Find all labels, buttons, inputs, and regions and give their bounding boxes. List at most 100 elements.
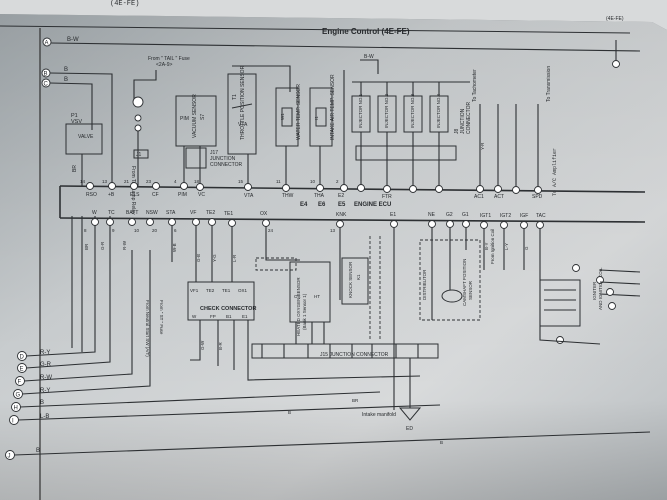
svg-text:J15 JUNCTION CONNECTOR: J15 JUNCTION CONNECTOR xyxy=(320,352,389,358)
svg-text:THROTTLE POSITION SENSOR: THROTTLE POSITION SENSOR xyxy=(240,65,246,140)
water-temp-sensor: W1 WATER TEMP. SENSOR xyxy=(275,84,302,147)
svg-text:INJECTOR NO.1: INJECTOR NO.1 xyxy=(358,93,363,128)
svg-text:BR: BR xyxy=(84,243,89,250)
svg-text:T1: T1 xyxy=(232,94,238,100)
svg-text:6: 6 xyxy=(174,228,177,233)
svg-text:OX: OX xyxy=(260,211,268,217)
svg-text:L-Y: L-Y xyxy=(504,243,509,250)
svg-text:THW: THW xyxy=(282,193,294,199)
svg-text:Intake manifold: Intake manifold xyxy=(362,412,396,418)
svg-text:SENSOR: SENSOR xyxy=(468,280,473,300)
svg-text:20: 20 xyxy=(152,228,158,233)
svg-text:OX1: OX1 xyxy=(238,288,248,293)
svg-text:INTAKE AIR TEMP. SENSOR: INTAKE AIR TEMP. SENSOR xyxy=(330,74,336,140)
svg-text:R-W: R-W xyxy=(40,375,52,381)
svg-text:B: B xyxy=(64,67,68,73)
svg-text:B1: B1 xyxy=(226,314,232,319)
left-connector-A: A B-W xyxy=(42,37,79,47)
check-connector: CHECK CONNECTOR VF1 TE2 TE1 OX1 W FP B1 … xyxy=(187,281,256,321)
svg-text:OX: OX xyxy=(294,294,301,299)
svg-text:INJECTOR NO.4: INJECTOR NO.4 xyxy=(436,93,441,128)
svg-text:E4: E4 xyxy=(300,202,308,208)
svg-text:10: 10 xyxy=(310,179,316,184)
svg-text:AND IGNITION COIL: AND IGNITION COIL xyxy=(598,267,603,310)
svg-text:11: 11 xyxy=(276,179,281,184)
svg-text:KNK: KNK xyxy=(336,212,347,218)
svg-text:ACT: ACT xyxy=(494,194,504,200)
svg-text:J17: J17 xyxy=(210,150,218,156)
svg-text:NE: NE xyxy=(428,212,436,218)
svg-text:B: B xyxy=(36,448,40,454)
svg-text:FP: FP xyxy=(210,314,216,319)
svg-text:8: 8 xyxy=(84,228,87,233)
svg-text:E: E xyxy=(20,367,24,373)
svg-text:13: 13 xyxy=(330,228,336,233)
svg-text:P1: P1 xyxy=(71,113,78,119)
svg-text:VC: VC xyxy=(198,192,205,198)
svg-text:23: 23 xyxy=(146,179,152,184)
svg-text:I: I xyxy=(12,419,14,425)
ecu-top-terminals: RSO +B ELS CF PIM VC VTA THW THA E2 FTR … xyxy=(86,192,543,200)
svg-text:B: B xyxy=(288,410,291,415)
svg-text:AC1: AC1 xyxy=(474,194,484,200)
svg-text:D: D xyxy=(20,355,25,361)
svg-text:THA: THA xyxy=(314,193,325,199)
svg-text:SPD: SPD xyxy=(532,194,543,200)
svg-text:(4E-FE): (4E-FE) xyxy=(606,16,624,22)
svg-text:ED: ED xyxy=(406,426,413,432)
junction-j8: J8 JUNCTION CONNECTOR xyxy=(355,101,472,161)
svg-text:Y-R: Y-R xyxy=(480,142,485,150)
svg-text:J1: J1 xyxy=(136,152,142,158)
svg-text:F: F xyxy=(18,380,22,386)
svg-text:E6: E6 xyxy=(318,202,326,208)
to-transmission: To Transmission xyxy=(546,66,552,102)
svg-text:TE2: TE2 xyxy=(206,288,215,293)
svg-text:PIM: PIM xyxy=(178,192,187,198)
svg-text:E5: E5 xyxy=(338,202,346,208)
svg-text:W: W xyxy=(192,314,197,319)
svg-text:INJECTOR NO.3: INJECTOR NO.3 xyxy=(410,93,415,128)
svg-text:To A/C Amplifier: To A/C Amplifier xyxy=(552,148,558,196)
svg-text:(Bank 1 Sensor 1): (Bank 1 Sensor 1) xyxy=(302,293,307,330)
svg-text:B-W: B-W xyxy=(67,37,79,43)
svg-text:BR: BR xyxy=(352,398,359,403)
svg-text:B-Y: B-Y xyxy=(484,242,489,250)
intake-air-temp-sensor: I1 INTAKE AIR TEMP. SENSOR xyxy=(309,74,336,147)
svg-text:CHECK CONNECTOR: CHECK CONNECTOR xyxy=(200,306,256,312)
left-connector-G: G R-Y xyxy=(13,388,50,399)
to-tachometer: To Tachometer xyxy=(472,69,478,102)
svg-text:G2: G2 xyxy=(446,212,453,218)
svg-text:TE2: TE2 xyxy=(206,210,215,216)
svg-text:VALVE: VALVE xyxy=(78,134,94,140)
svg-text:24: 24 xyxy=(268,228,274,233)
fuse-ref: <2A-9> xyxy=(156,62,172,68)
svg-text:VTA: VTA xyxy=(238,122,248,128)
neutral-start-text: From Neutral Start SW (A/T) xyxy=(145,300,150,357)
svg-text:14: 14 xyxy=(80,179,86,184)
junction-j17: J17 JUNCTION CONNECTOR xyxy=(185,147,243,169)
svg-text:IGF: IGF xyxy=(520,213,528,219)
svg-text:G: G xyxy=(16,393,21,399)
svg-text:G-W: G-W xyxy=(200,340,205,350)
svg-text:BATT: BATT xyxy=(126,210,138,216)
svg-text:JUNCTION: JUNCTION xyxy=(460,108,466,134)
svg-text:G1: G1 xyxy=(462,212,469,218)
svg-text:WATER TEMP. SENSOR: WATER TEMP. SENSOR xyxy=(296,84,302,140)
svg-text:18: 18 xyxy=(194,179,200,184)
svg-text:JUNCTION: JUNCTION xyxy=(210,156,236,162)
svg-text:CF: CF xyxy=(152,192,159,198)
svg-text:E1: E1 xyxy=(390,212,396,218)
wire-color-labels: W-B G-B Y-G L-R G-W B-R BR G-R R-W B-Y L… xyxy=(84,142,529,445)
svg-text:B: B xyxy=(64,77,68,83)
junction-j15: J15 JUNCTION CONNECTOR xyxy=(251,343,439,359)
svg-text:15: 15 xyxy=(238,179,244,184)
svg-text:VF1: VF1 xyxy=(190,288,199,293)
header-corner-text: (4E-FE) xyxy=(110,0,139,8)
ecu-bottom-terminals: W TC BATT NSW STA VF TE2 TE1 OX KNK E1 N… xyxy=(92,210,546,219)
svg-text:G-B: G-B xyxy=(196,254,201,262)
svg-text:C: C xyxy=(44,82,49,88)
svg-text:B-R: B-R xyxy=(218,342,223,351)
vacuum-sensor: VACUUM SENSOR S7 PIM xyxy=(175,94,217,147)
